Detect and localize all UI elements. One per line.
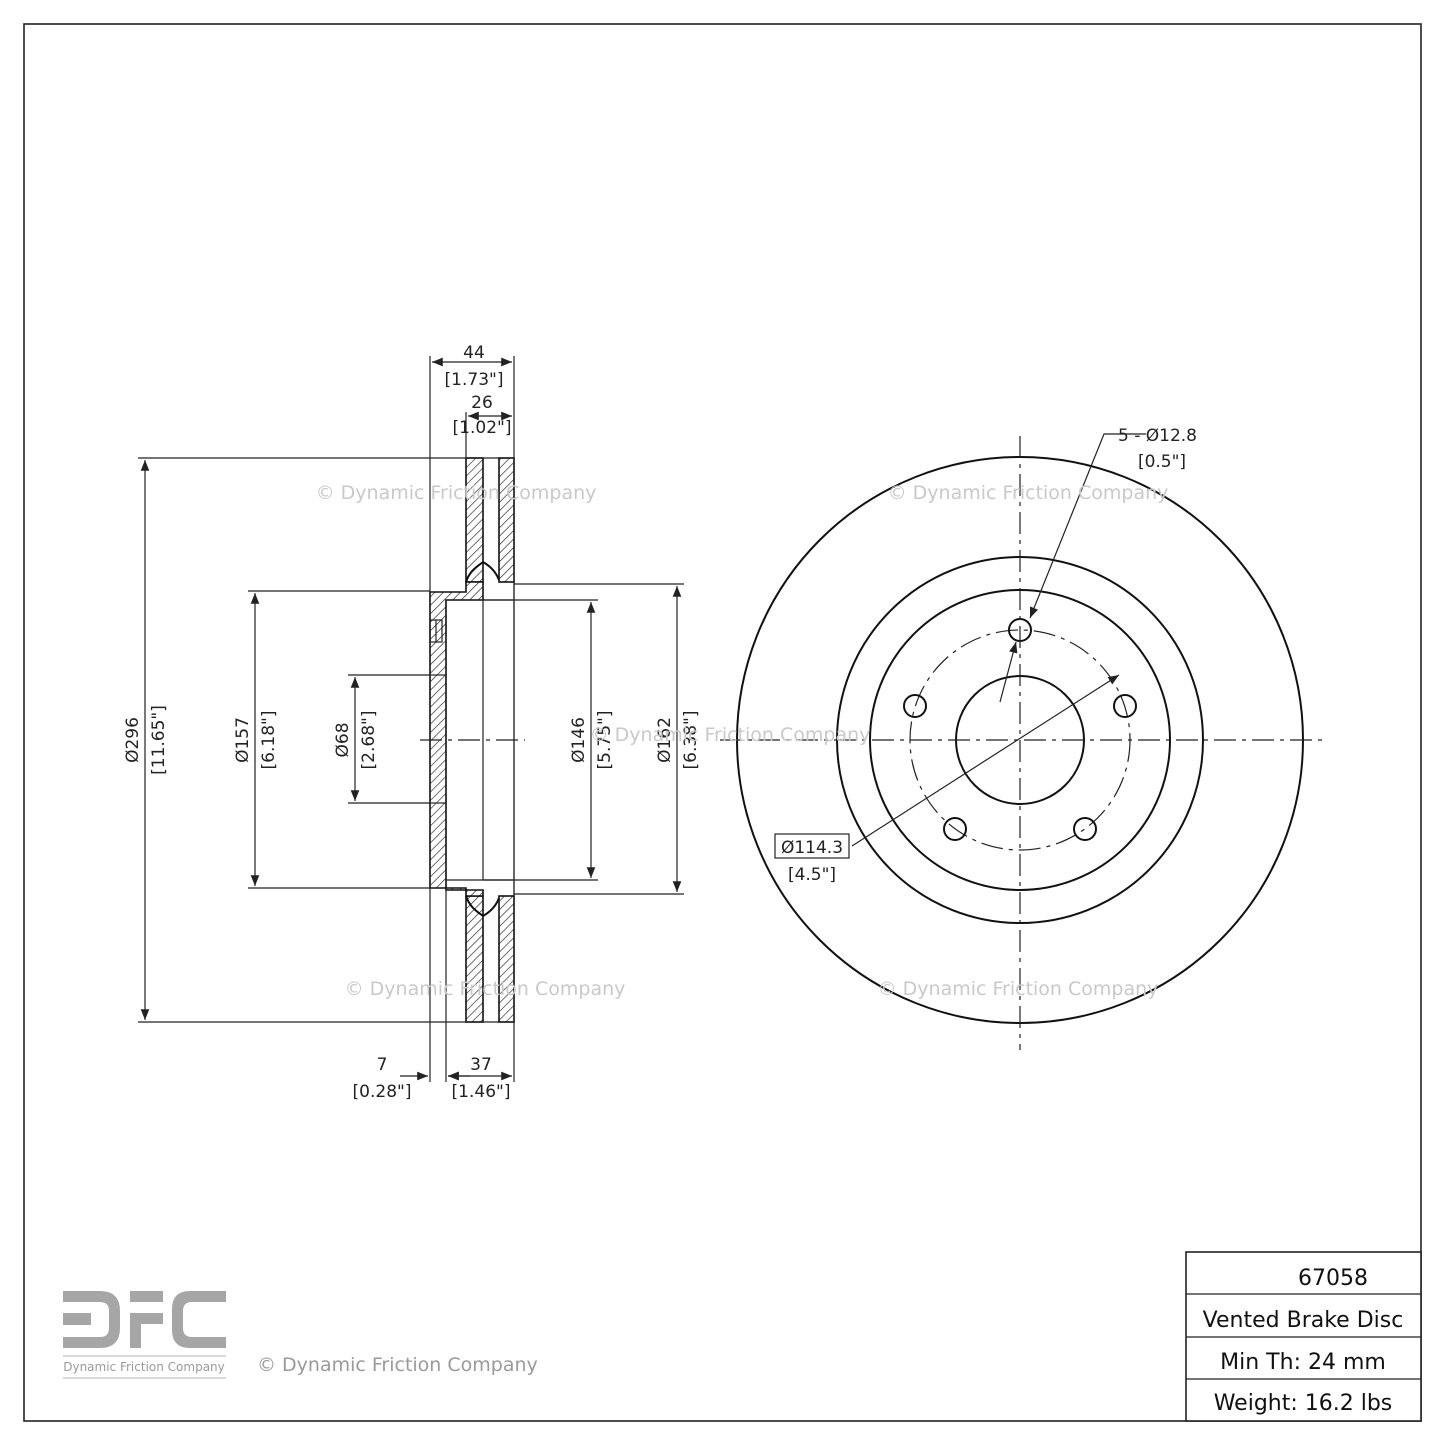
dim-outer-diameter-mm: Ø296 bbox=[123, 717, 143, 763]
dfc-logo: Dynamic Friction Company © Dynamic Frict… bbox=[63, 1291, 538, 1379]
bolt-hole-5 bbox=[903, 694, 927, 718]
bottom-rotor-face-inner bbox=[498, 895, 515, 1023]
dim-rotor-width-mm: 26 bbox=[471, 393, 493, 413]
title-block: 67058 Vented Brake Disc Min Th: 24 mm We… bbox=[1185, 1251, 1422, 1422]
vent-curve-bottom bbox=[482, 897, 500, 917]
part-number: 67058 bbox=[1298, 1266, 1368, 1291]
dim-overall-width-mm: 44 bbox=[463, 343, 485, 363]
bolt-circle-in: [4.5"] bbox=[788, 865, 836, 885]
dim-hat-thickness-mm: 7 bbox=[377, 1055, 388, 1075]
dim-hat-outer-in: [6.38"] bbox=[681, 711, 701, 770]
watermark-4: © Dynamic Friction Company bbox=[345, 978, 626, 1000]
dim-rotor-width-in: [1.02"] bbox=[453, 418, 512, 438]
weight: Weight: 16.2 lbs bbox=[1214, 1391, 1393, 1416]
dim-inner-hat-mm: Ø146 bbox=[569, 717, 589, 763]
bolt-holes-mm: 5 - Ø12.8 bbox=[1118, 426, 1197, 446]
hat-section bbox=[429, 581, 484, 897]
watermark-1: © Dynamic Friction Company bbox=[316, 482, 597, 504]
dim-hat-height-mm: 37 bbox=[470, 1055, 492, 1075]
bolt-hole-4 bbox=[943, 817, 967, 841]
dim-hat-height-in: [1.46"] bbox=[452, 1082, 511, 1102]
watermarks: © Dynamic Friction Company © Dynamic Fri… bbox=[316, 482, 1169, 1000]
top-rotor-face-inner bbox=[498, 457, 515, 583]
dim-overall-width-in: [1.73"] bbox=[445, 370, 504, 390]
logo-letter-d bbox=[63, 1291, 120, 1348]
hat-neck-bottom bbox=[465, 895, 484, 917]
dim-hat-outer-mm: Ø162 bbox=[655, 717, 675, 763]
vent-curve-top bbox=[482, 561, 500, 581]
watermark-2: © Dynamic Friction Company bbox=[888, 482, 1169, 504]
logo-copyright: © Dynamic Friction Company bbox=[257, 1354, 538, 1376]
dim-hat-diameter-mm: Ø157 bbox=[233, 717, 253, 763]
dim-hat-diameter-in: [6.18"] bbox=[259, 711, 279, 770]
side-section-view: 44 [1.73"] 26 [1.02"] 7 [0.28"] 37 [1.46… bbox=[123, 343, 701, 1102]
dim-hat-thickness-in: [0.28"] bbox=[353, 1082, 412, 1102]
logo-tagline: Dynamic Friction Company bbox=[63, 1360, 225, 1374]
hat-neck-top bbox=[465, 561, 484, 583]
logo-letter-c bbox=[172, 1291, 226, 1348]
sheet-border bbox=[23, 23, 1422, 1422]
bolt-circle-mm: Ø114.3 bbox=[781, 838, 843, 858]
dim-inner-hat-in: [5.75"] bbox=[595, 711, 615, 770]
part-type: Vented Brake Disc bbox=[1203, 1308, 1404, 1333]
logo-letter-f bbox=[130, 1291, 163, 1302]
dim-outer-diameter-in: [11.65"] bbox=[149, 705, 169, 775]
bolt-holes-in: [0.5"] bbox=[1138, 452, 1186, 472]
bolt-circle-box bbox=[774, 833, 850, 859]
min-thickness: Min Th: 24 mm bbox=[1220, 1350, 1386, 1375]
watermark-3: © Dynamic Friction Company bbox=[590, 724, 871, 746]
bolt-hole-3 bbox=[1073, 817, 1097, 841]
bolt-hole-2 bbox=[1113, 694, 1137, 718]
dim-center-bore-in: [2.68"] bbox=[359, 711, 379, 770]
watermark-5: © Dynamic Friction Company bbox=[878, 978, 1159, 1000]
dim-center-bore-mm: Ø68 bbox=[333, 722, 353, 757]
front-view: 5 - Ø12.8 [0.5"] Ø114.3 [4.5"] bbox=[720, 426, 1325, 1050]
